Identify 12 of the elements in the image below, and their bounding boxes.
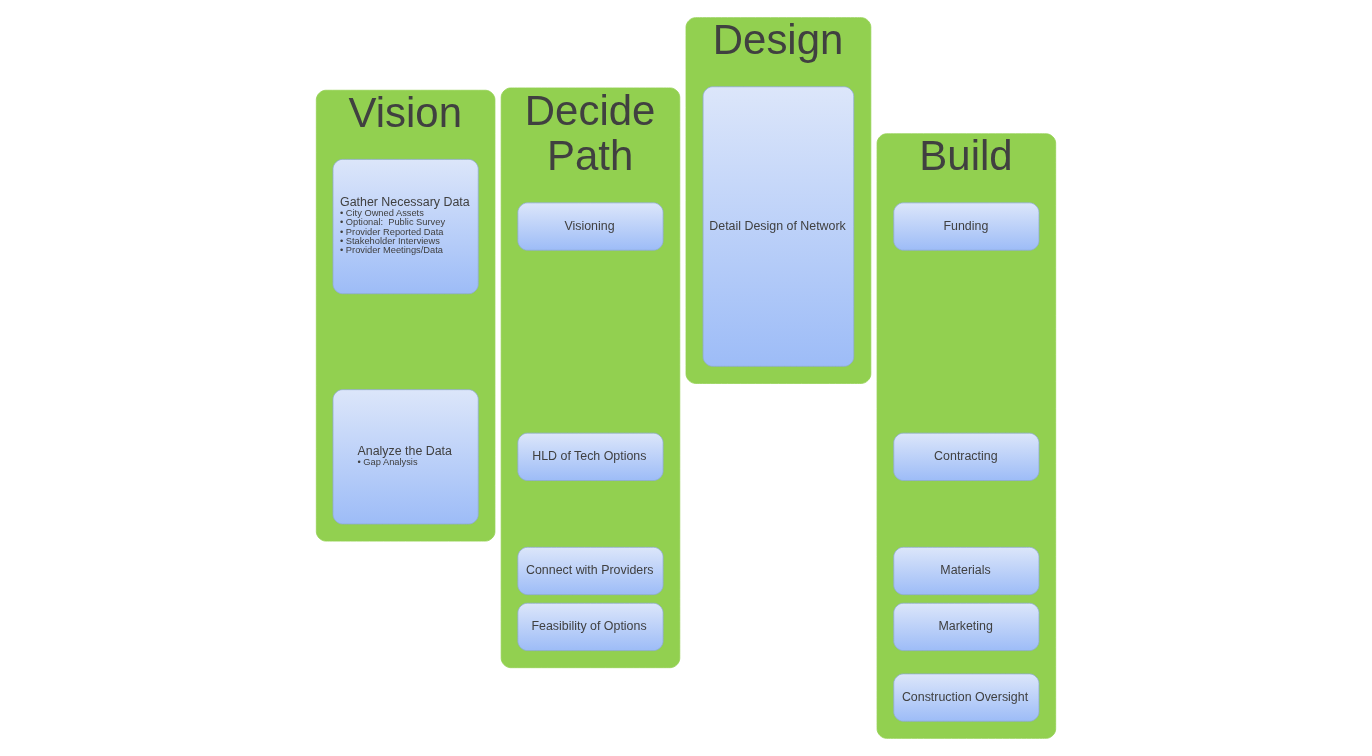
node-box: Detail Design of Network bbox=[702, 86, 855, 367]
node-box: Contracting bbox=[893, 432, 1040, 481]
node-box: Analyze the Data • Gap Analysis bbox=[332, 389, 479, 525]
node-box: Gather Necessary Data • City Owned Assets • Optional: Public Survey • Provider Reported Data • Stakeholder Interviews • Provider Meetings/Data bbox=[332, 159, 479, 295]
node-box: Visioning bbox=[517, 202, 664, 251]
node-box: Materials bbox=[893, 546, 1040, 596]
node-box: Connect with Providers bbox=[517, 546, 664, 596]
node-box: Marketing bbox=[893, 602, 1040, 651]
node-box: Construction Oversight bbox=[893, 673, 1040, 722]
node-box: Feasibility of Options bbox=[517, 602, 664, 651]
node-box: Funding bbox=[893, 202, 1040, 251]
node-box: HLD of Tech Options bbox=[517, 432, 664, 481]
